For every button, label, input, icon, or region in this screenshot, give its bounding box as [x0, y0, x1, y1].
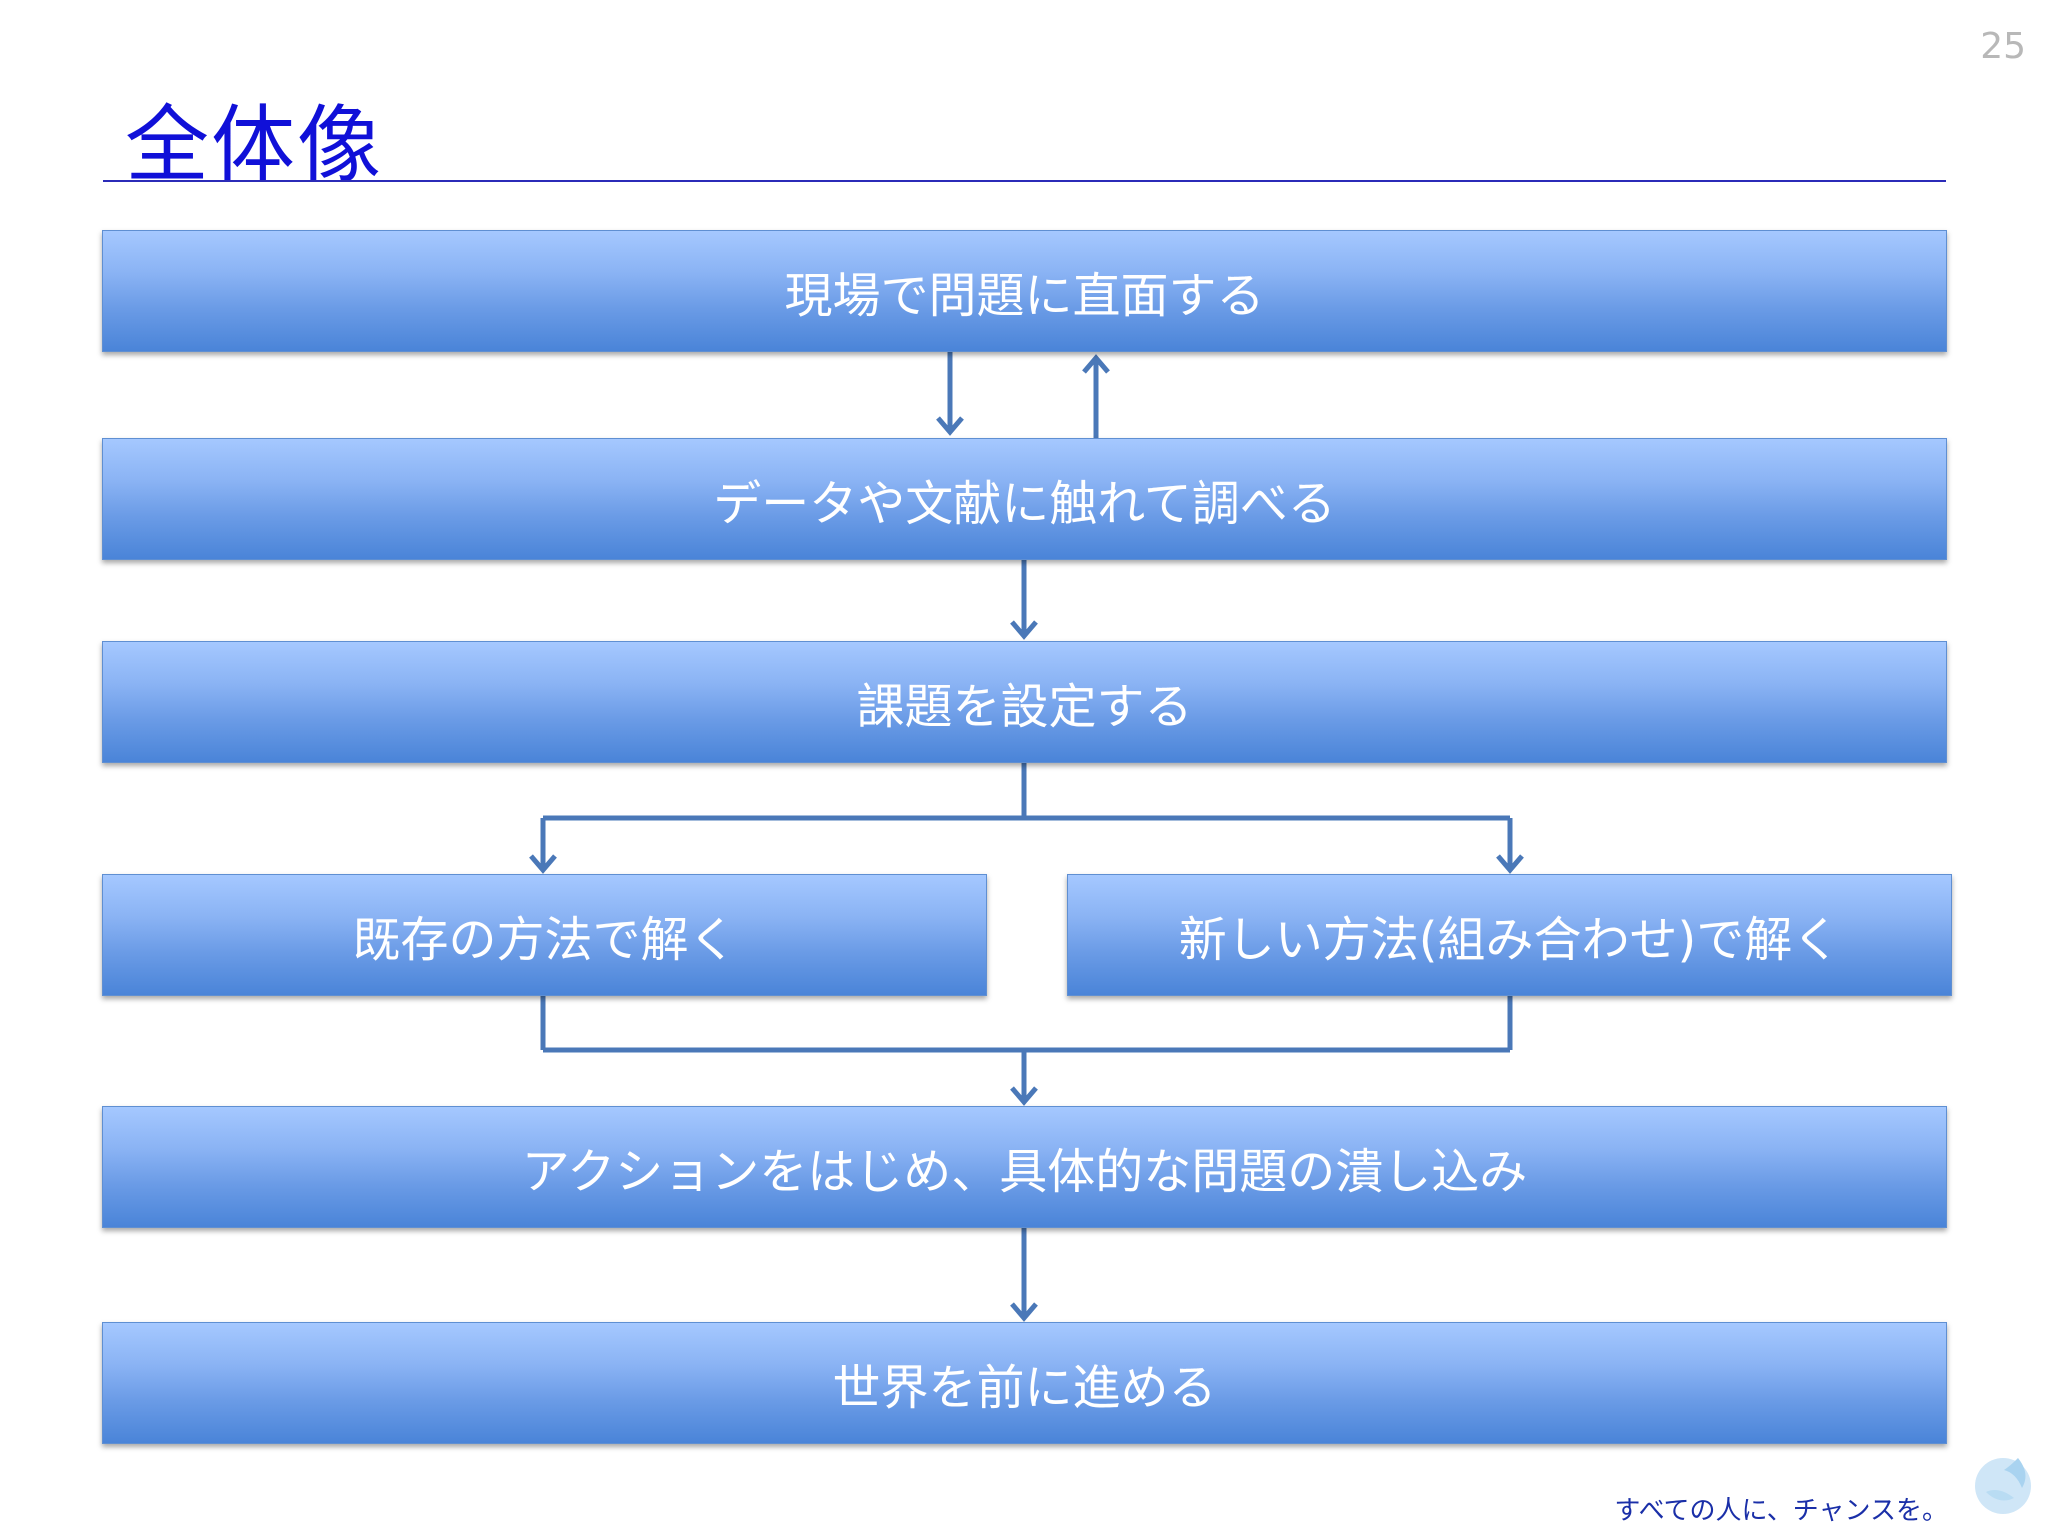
page-title: 全体像 [125, 96, 384, 194]
dove-logo-icon [1975, 1458, 2031, 1514]
flow-box-set-issue: 課題を設定する [102, 641, 1947, 763]
flow-box-existing-method: 既存の方法で解く [102, 874, 987, 996]
flow-box-new-method: 新しい方法(組み合わせ)で解く [1067, 874, 1952, 996]
arrowhead-b2-to-b3 [1010, 620, 1038, 640]
arrowhead-split-to-b5 [1496, 854, 1524, 874]
flow-box-research-data: データや文献に触れて調べる [102, 438, 1947, 560]
flow-box-move-world-forward: 世界を前に進める [102, 1322, 1947, 1444]
flow-box-take-action: アクションをはじめ、具体的な問題の潰し込み [102, 1106, 1947, 1228]
arrowhead-merge-to-b6 [1010, 1086, 1038, 1106]
arrowhead-split-to-b4 [529, 854, 557, 874]
page-number: 25 [1980, 26, 2026, 67]
arrowhead-b2-to-b1 [1082, 354, 1110, 374]
footer-tagline: すべての人に、チャンスを。 [1614, 1496, 1948, 1526]
title-divider [103, 180, 1946, 182]
flow-box-face-problem: 現場で問題に直面する [102, 230, 1947, 352]
arrowhead-b6-to-b7 [1010, 1302, 1038, 1322]
arrowhead-b1-to-b2 [936, 416, 964, 436]
